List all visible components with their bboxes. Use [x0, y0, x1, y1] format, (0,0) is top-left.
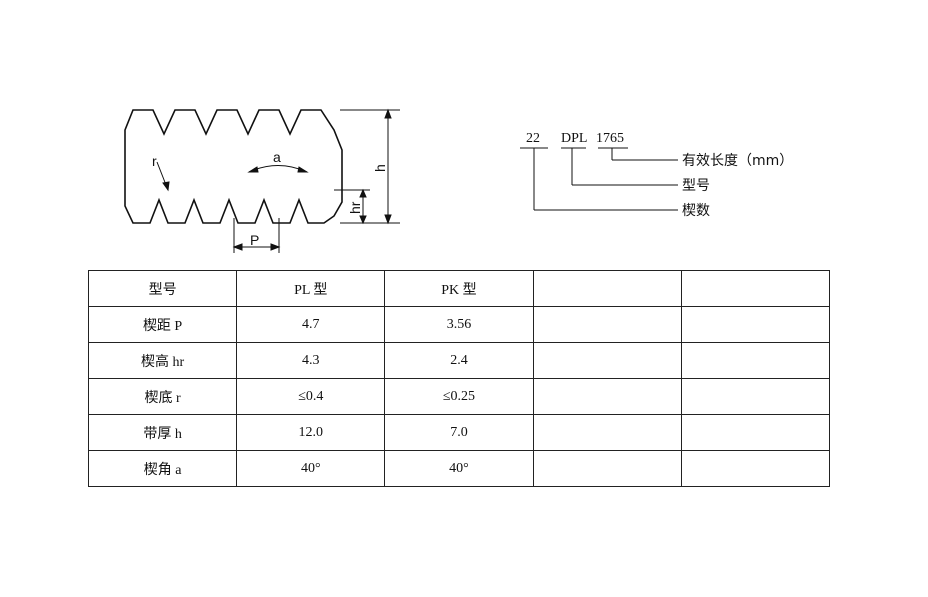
- table-cell: 7.0: [384, 414, 534, 451]
- table-cell: 4.3: [236, 342, 386, 379]
- header-cell: 型号: [87, 270, 238, 307]
- table-row: 楔距 P 4.7 3.56: [87, 306, 830, 343]
- table-cell: [680, 414, 830, 451]
- table-cell: 12.0: [236, 414, 386, 451]
- table-cell: 楔高 hr: [87, 342, 238, 379]
- spec-table: 型号 PL 型 PK 型 楔距 P 4.7 3.56 楔高 hr 4.3 2.4…: [87, 270, 830, 487]
- table-cell: [532, 450, 682, 487]
- angle-arrow-right: [297, 166, 309, 173]
- table-row: 带厚 h 12.0 7.0: [87, 414, 830, 451]
- table-cell: 2.4: [384, 342, 534, 379]
- table-cell: ≤0.4: [236, 378, 386, 415]
- legend-ribs: 楔数: [682, 203, 710, 219]
- table-cell: 40°: [384, 450, 534, 487]
- table-cell: [680, 306, 830, 343]
- table-cell: [532, 306, 682, 343]
- p-arrow-left: [232, 243, 243, 251]
- hr-arrow-top: [359, 188, 367, 198]
- label-P: P: [250, 232, 259, 248]
- belt-profile-diagram: r a P h hr: [124, 108, 400, 253]
- label-hr: hr: [347, 201, 363, 214]
- table-cell: 4.7: [236, 306, 386, 343]
- table-cell: [532, 342, 682, 379]
- table-row: 楔高 hr 4.3 2.4: [87, 342, 830, 379]
- h-arrow-top: [384, 108, 392, 119]
- header-cell: [532, 270, 682, 307]
- table-cell: 楔底 r: [87, 378, 238, 415]
- belt-outline: [124, 109, 343, 224]
- header-cell: [680, 270, 830, 307]
- legend-length: 有效长度（mm）: [682, 153, 793, 169]
- table-cell: 楔距 P: [87, 306, 238, 343]
- header-cell: PK 型: [384, 270, 534, 307]
- table-cell: 40°: [236, 450, 386, 487]
- header-cell: PL 型: [236, 270, 386, 307]
- hr-arrow-bottom: [359, 215, 367, 225]
- table-cell: [680, 378, 830, 415]
- table-cell: [680, 450, 830, 487]
- label-a: a: [273, 149, 281, 165]
- r-leader-arrow: [162, 181, 170, 192]
- h-arrow-bottom: [384, 214, 392, 225]
- code-type: DPL: [561, 131, 587, 146]
- table-cell: 带厚 h: [87, 414, 238, 451]
- angle-arrow-left: [247, 166, 259, 173]
- table-cell: [532, 378, 682, 415]
- code-length: 1765: [596, 131, 624, 146]
- code-ribs: 22: [526, 131, 540, 146]
- table-cell: [680, 342, 830, 379]
- table-cell: 3.56: [384, 306, 534, 343]
- part-code-diagram: 22 DPL 1765 有效长度（mm） 型号 楔数: [520, 131, 793, 219]
- label-r: r: [152, 153, 157, 169]
- table-cell: ≤0.25: [384, 378, 534, 415]
- legend-type: 型号: [682, 178, 710, 194]
- table-cell: [532, 414, 682, 451]
- table-cell: 楔角 a: [87, 450, 238, 487]
- p-arrow-right: [270, 243, 281, 251]
- table-row: 楔底 r ≤0.4 ≤0.25: [87, 378, 830, 415]
- table-row: 楔角 a 40° 40°: [87, 450, 830, 487]
- table-header-row: 型号 PL 型 PK 型: [87, 270, 830, 307]
- label-h: h: [372, 164, 388, 172]
